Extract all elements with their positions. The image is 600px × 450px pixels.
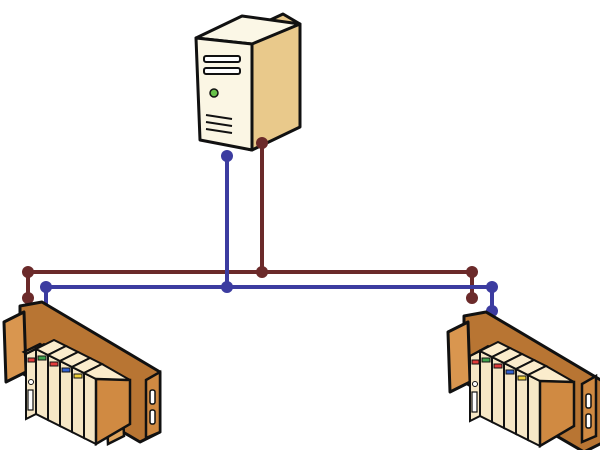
server-vent-icon <box>205 114 233 134</box>
server-drive-slots <box>203 55 241 75</box>
plc-rack-icon <box>2 300 162 447</box>
network-a-node <box>466 266 478 278</box>
network-a-lines <box>26 143 474 298</box>
network-a-node <box>466 292 478 304</box>
network-a-nodes <box>22 137 478 304</box>
plc-rack-icon <box>446 310 600 450</box>
network-b-node <box>40 281 52 293</box>
network-b-node <box>221 150 233 162</box>
network-b-nodes <box>40 150 498 317</box>
server-tower-icon <box>194 12 302 152</box>
network-a-node <box>256 137 268 149</box>
network-a-node <box>256 266 268 278</box>
network-b-node <box>221 281 233 293</box>
server-power-led-icon <box>209 88 219 98</box>
network-a-node <box>22 266 34 278</box>
network-b-lines <box>44 155 494 311</box>
network-b-node <box>486 281 498 293</box>
network-a-node <box>22 292 34 304</box>
